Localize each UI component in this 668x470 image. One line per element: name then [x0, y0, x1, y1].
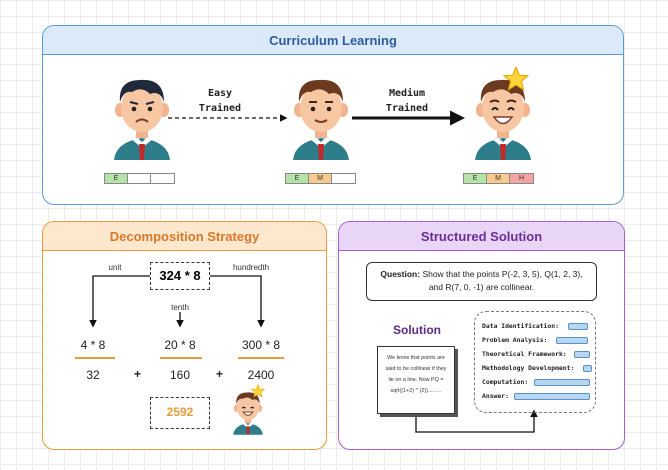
easy-trained-arrow — [168, 114, 288, 122]
solution-text-line: said to be collinear if they — [385, 366, 447, 372]
medium-trained-label-line2: Trained — [385, 103, 429, 114]
component-field — [574, 351, 590, 358]
component-label: Data Identification: — [482, 322, 559, 330]
question-label: Question: — [380, 269, 421, 279]
medium-trained-arrow — [352, 110, 465, 126]
component-label: Problem Analysis: — [482, 336, 548, 344]
partial-result-tenth: 160 — [169, 368, 191, 382]
plus-sign: + — [134, 367, 142, 381]
bar-seg-medium: M — [487, 174, 510, 183]
component-label: Answer: — [482, 392, 509, 400]
partial-expr-hundredth: 300 * 8 — [241, 338, 281, 352]
component-row: Data Identification: — [482, 322, 592, 331]
solution-document: We know that points are said to be colli… — [377, 346, 455, 414]
plus-sign: + — [216, 367, 224, 381]
partial-expr-unit: 4 * 8 — [80, 338, 106, 352]
component-row: Problem Analysis: — [482, 336, 592, 345]
medium-trained-label-line1: Medium — [388, 88, 426, 99]
partial-result-unit: 32 — [86, 368, 100, 382]
component-field — [583, 365, 592, 372]
component-row: Methodology Development: — [482, 364, 592, 373]
solution-text-line: lie on a line. Now PQ = — [388, 377, 444, 383]
bar-seg-empty — [332, 174, 355, 183]
component-label: Computation: — [482, 378, 529, 386]
bar-seg-easy: E — [464, 174, 487, 183]
question-box: Question: Show that the points P(-2, 3, … — [366, 262, 597, 301]
component-row: Answer: — [482, 392, 592, 401]
decomposition-arrows — [89, 275, 265, 328]
structured-solution-title: Structured Solution — [339, 222, 624, 251]
easy-trained-label-line1: Easy — [207, 88, 233, 99]
bar-seg-hard: H — [510, 174, 533, 183]
partial-expr-tenth: 20 * 8 — [164, 338, 196, 352]
divider-hundredth — [238, 357, 284, 359]
decomposition-title: Decomposition Strategy — [43, 222, 326, 251]
question-line2: and R(7, 0, -1) are collinear. — [428, 282, 535, 292]
difficulty-bar-easy: E M — [285, 173, 356, 184]
bar-seg-easy: E — [105, 174, 128, 183]
curriculum-title: Curriculum Learning — [43, 26, 623, 55]
component-field — [556, 337, 588, 344]
tenth-label: tenth — [171, 303, 189, 312]
component-field — [514, 393, 590, 400]
question-line1: Show that the points P(-2, 3, 5), Q(1, 2… — [422, 269, 583, 279]
component-field — [568, 323, 588, 330]
star-icon — [503, 66, 529, 92]
component-field — [534, 379, 590, 386]
answer-box: 2592 — [150, 397, 210, 429]
easy-trained-student-icon — [293, 79, 349, 160]
bar-seg-easy: E — [286, 174, 309, 183]
unit-label: unit — [108, 263, 122, 272]
component-row: Theoretical Framework: — [482, 350, 592, 359]
divider-tenth — [160, 357, 202, 359]
bar-seg-empty — [151, 174, 174, 183]
untrained-student-icon — [114, 79, 170, 160]
component-label: Theoretical Framework: — [482, 350, 567, 358]
components-box — [474, 311, 596, 413]
solution-text-line: sqrt((1+2) ^ (2))......... — [390, 388, 442, 394]
solution-text-line: We know that points are — [387, 355, 445, 361]
star-icon — [251, 384, 265, 398]
hundredth-label: hundredth — [232, 263, 270, 272]
problem-box: 324 * 8 — [150, 262, 210, 290]
solution-title: Solution — [393, 323, 441, 337]
component-label: Methodology Development: — [482, 364, 575, 372]
easy-trained-label-line2: Trained — [198, 103, 242, 114]
difficulty-bar-untrained: E — [104, 173, 175, 184]
solution-to-components-arrow — [415, 409, 538, 433]
bar-seg-medium: M — [309, 174, 332, 183]
student-with-star-icon — [233, 392, 263, 435]
difficulty-bar-medium: E M H — [463, 173, 534, 184]
divider-unit — [75, 357, 115, 359]
bar-seg-empty — [128, 174, 151, 183]
component-row: Computation: — [482, 378, 592, 387]
partial-result-hundredth: 2400 — [247, 368, 275, 382]
